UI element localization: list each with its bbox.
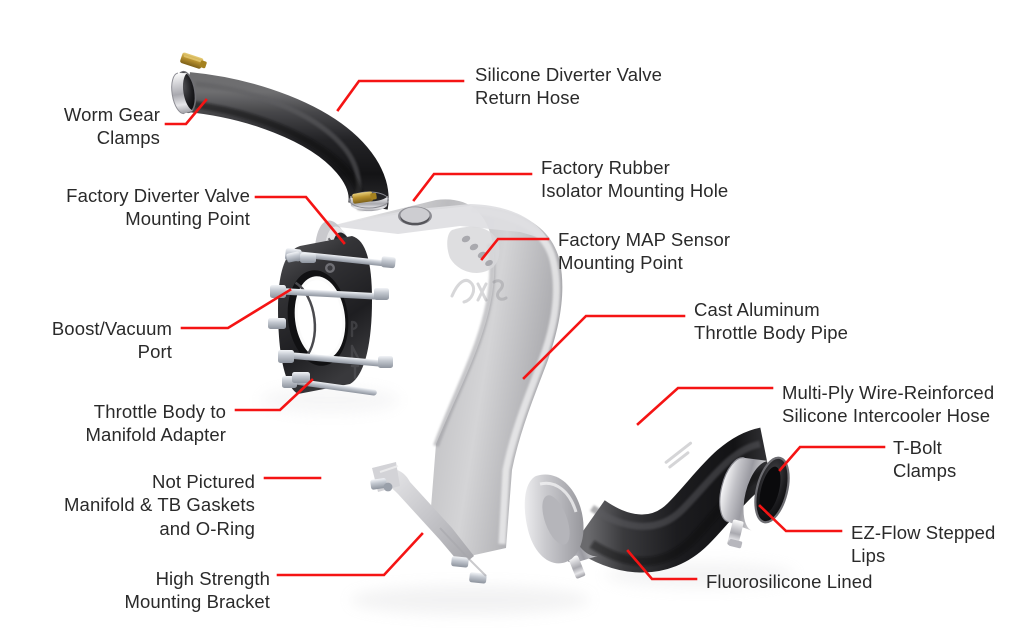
callout-factory-diverter-valve-mounting-point: Factory Diverter Valve Mounting Point bbox=[66, 185, 250, 230]
callout-worm-gear-clamps: Worm Gear Clamps bbox=[63, 104, 160, 149]
callout-not-pictured-gaskets-o-ring: Not Pictured Manifold & TB Gaskets and O… bbox=[64, 471, 255, 539]
callout-factory-map-sensor-mounting-point: Factory MAP Sensor Mounting Point bbox=[558, 229, 731, 274]
factory-map-sensor-boss bbox=[447, 226, 500, 273]
worm-gear-clamp-lower bbox=[349, 191, 389, 212]
callout-t-bolt-clamps: T-Bolt Clamps bbox=[893, 437, 957, 482]
callout-throttle-body-to-manifold-adapter: Throttle Body to Manifold Adapter bbox=[85, 401, 226, 446]
throttle-body-manifold-adapter-art bbox=[268, 236, 396, 396]
callout-ez-flow-stepped-lips: EZ-Flow Stepped Lips bbox=[851, 522, 996, 567]
callout-factory-rubber-isolator-mounting-hole: Factory Rubber Isolator Mounting Hole bbox=[541, 157, 729, 202]
ez-flow-stepped-lip bbox=[524, 474, 584, 564]
mounting-bracket-art bbox=[370, 462, 487, 584]
factory-rubber-isolator-hole bbox=[398, 206, 432, 226]
t-bolt-clamp-right bbox=[719, 457, 771, 549]
silicone-intercooler-hose-art bbox=[524, 427, 790, 579]
diverter-return-hose-art bbox=[171, 52, 389, 212]
callout-fluorosilicone-lined: Fluorosilicone Lined bbox=[706, 571, 873, 592]
callout-cast-aluminum-throttle-body-pipe: Cast Aluminum Throttle Body Pipe bbox=[694, 299, 848, 344]
callout-high-strength-mounting-bracket: High Strength Mounting Bracket bbox=[124, 568, 270, 613]
boost-vacuum-port-art bbox=[286, 251, 301, 263]
callout-multi-ply-wire-reinforced-silicone-intercooler-hose: Multi-Ply Wire-Reinforced Silicone Inter… bbox=[782, 382, 995, 427]
callout-boost-vacuum-port: Boost/Vacuum Port bbox=[51, 318, 172, 363]
callout-silicone-diverter-valve-return-hose: Silicone Diverter Valve Return Hose bbox=[475, 64, 663, 109]
